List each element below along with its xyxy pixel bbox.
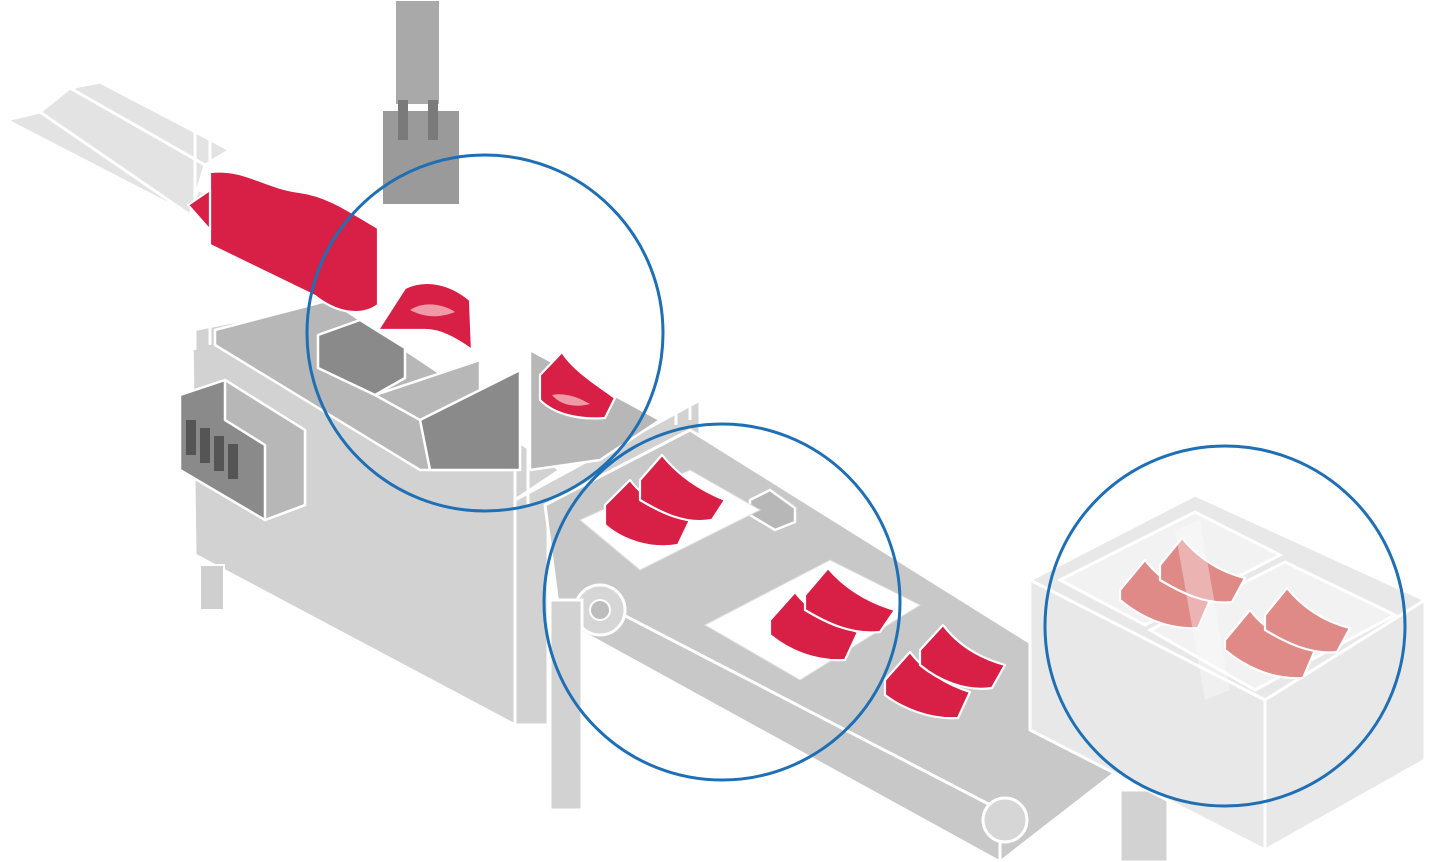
steak-portions — [579, 453, 1007, 720]
highlight-ring-slicing — [305, 153, 665, 513]
pusher-block — [316, 318, 407, 397]
belt-leg — [1118, 788, 1170, 862]
control-box — [178, 378, 307, 522]
machine-foot — [199, 564, 225, 611]
fresh-steaks — [376, 281, 617, 420]
vertical-actuator — [381, 0, 461, 206]
belt-roller — [981, 796, 1029, 844]
cutting-plate — [418, 368, 522, 472]
packaging-station — [1028, 493, 1427, 852]
infeed-chute — [4, 80, 232, 217]
meat-log — [186, 170, 380, 314]
highlight-rings — [305, 153, 1407, 808]
highlight-ring-packaging — [1043, 444, 1407, 808]
highlight-ring-portioning — [542, 422, 902, 782]
film-glare — [1175, 520, 1230, 700]
